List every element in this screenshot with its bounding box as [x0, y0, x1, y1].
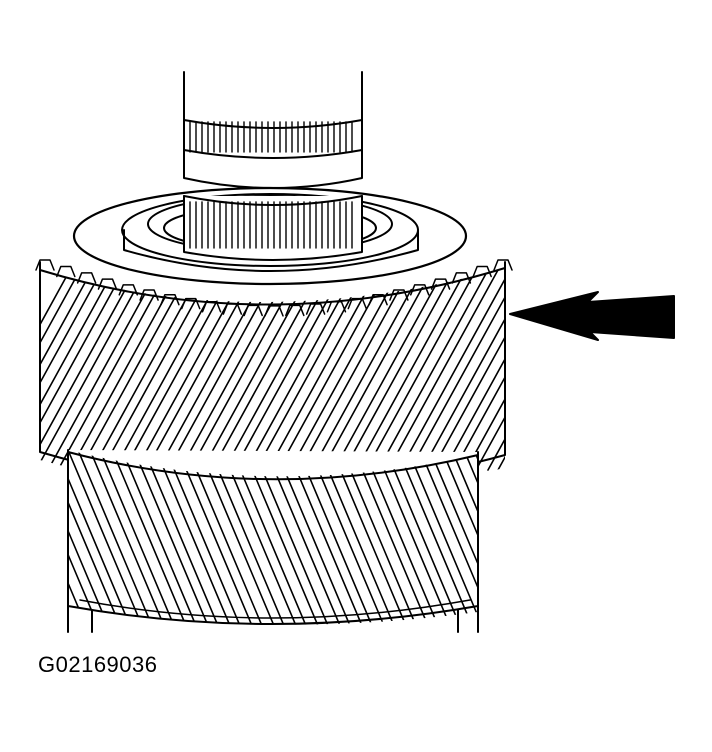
shaft	[183, 71, 363, 189]
helical-gear-lower	[67, 449, 479, 625]
shaft-lower	[183, 195, 363, 261]
helical-gear-upper	[35, 259, 513, 488]
pointer-arrow-icon	[509, 291, 675, 341]
figure-caption: G02169036	[38, 652, 158, 677]
